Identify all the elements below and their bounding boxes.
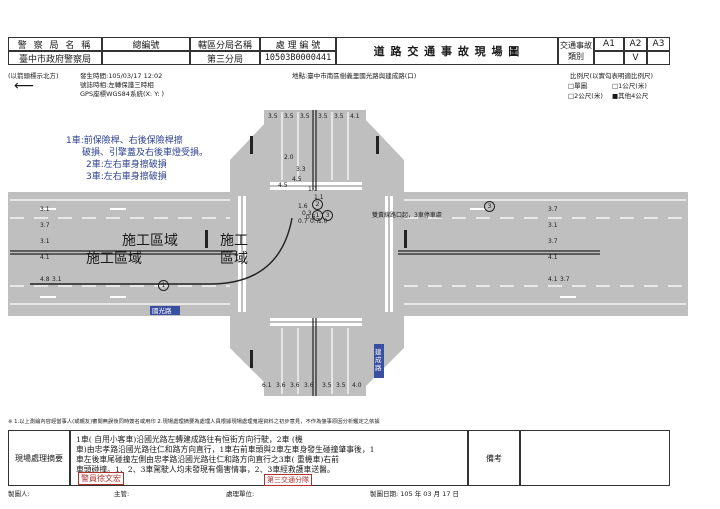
serial-value: [102, 51, 190, 65]
dim-label: 6.1: [262, 382, 272, 389]
summary-line-1: 1車( 自用小客車)沿國光路左轉建成路往有恒街方向行駛，2車 (機: [76, 435, 303, 444]
gps-text: GPS座標WGS84系統(X: Y: ): [80, 90, 165, 98]
dim-label: 4.5: [278, 182, 288, 189]
dim-label: 3.7: [40, 222, 50, 229]
dim-label: 3.5: [300, 113, 310, 120]
damage-note-2: 破損、引擎蓋及右後車燈受損。: [82, 148, 209, 158]
remark-label: 備考: [468, 430, 520, 486]
dim-label: 3.5: [334, 113, 344, 120]
remark-body: [520, 430, 670, 486]
footer-supervisor: 主管:: [114, 490, 130, 498]
scale-option-2: □1公尺(米): [612, 82, 647, 90]
branch-label: 轄區分局名稱: [190, 37, 260, 51]
road-name-guangguang: 國光路: [152, 307, 172, 315]
dim-label: 3.3: [296, 166, 306, 173]
dim-label: 3.5: [284, 113, 294, 120]
vehicle-1-marker: 1: [158, 280, 169, 291]
damage-note-3: 2車:左右車身擦破損: [86, 160, 167, 170]
summary-line-3: 車左後車尾碰撞左側由忠孝路沿國光路往仁和路方向直行之3車( 重機車)右前: [76, 455, 340, 464]
vehicle-3-marker: 3: [322, 210, 333, 221]
dim-label: 4.1: [548, 276, 558, 283]
dim-label: 3.7: [560, 276, 570, 283]
construction-zone-label: 施工區域: [86, 251, 142, 267]
road-name-jiancheng: 建成路: [375, 348, 382, 372]
dim-label: 2.0: [284, 154, 294, 161]
category-a2: A2: [624, 37, 647, 51]
dim-label: 4.8: [40, 276, 50, 283]
serial-label: 總編號: [102, 37, 190, 51]
scale-option-4: ■其他4公尺: [612, 92, 649, 100]
category-a1-mark: [594, 51, 624, 65]
notes-line: ※ 1.以上測繪內容經當事人(或親友)審閱無誤後同時簽名或用印 2.現場處理摘要…: [8, 419, 380, 425]
footer-date: 製圖日期: 105 年 03 月 17 日: [370, 490, 460, 498]
dim-label: 0.7: [310, 218, 320, 225]
dim-label: 4.0: [352, 382, 362, 389]
summary-line-4: 車頭碰撞。1、2、3車駕駛人均未發現有傷害情事，2、3車經救護車送醫。: [76, 465, 335, 474]
dim-label: 3.6: [290, 382, 300, 389]
dim-label: 3.1: [52, 276, 62, 283]
signal-text: 號誌時相:左轉保護三時相: [80, 81, 154, 89]
dim-label: 3.6: [276, 382, 286, 389]
north-arrow-icon: ⟵: [14, 78, 35, 94]
dim-label: 3.5: [336, 382, 346, 389]
summary-line-2: 車)由忠孝路沿國光路往仁和路方向直行，1車右前車頭與2車左車身發生碰撞肇事後，1: [76, 445, 375, 454]
dim-label: 3.7: [548, 206, 558, 213]
dim-label: 1.1: [308, 186, 318, 193]
dim-label: 3.1: [40, 238, 50, 245]
branch-value: 第三分局: [190, 51, 260, 65]
dim-label: 4.5: [292, 176, 302, 183]
scale-option-3: □2公尺(米): [568, 92, 603, 100]
accident-type-label: 交通事故類別: [558, 37, 594, 65]
dim-label: 0.3: [302, 210, 312, 217]
footer-drawer: 製圖人:: [8, 490, 30, 498]
location-text: 地點:臺中市南區樹義里國光路與建成路(口): [292, 72, 417, 80]
category-a3-mark: [647, 51, 670, 65]
construction-zone-label: 施工區域: [122, 233, 178, 249]
dim-label: 3.5: [268, 113, 278, 120]
dim-label: 4.1: [548, 254, 558, 261]
dim-label: 3.7: [548, 238, 558, 245]
vehicle-2-marker: 2: [312, 199, 323, 210]
dim-label: 3.5: [322, 382, 332, 389]
dim-label: 3.1: [548, 222, 558, 229]
dim-label: 0.7: [298, 218, 308, 225]
form-title: 道 路 交 通 事 故 現 場 圖: [336, 37, 558, 65]
vehicle-3-marker: 3: [484, 201, 495, 212]
dim-label: 3.1: [40, 206, 50, 213]
north-legend: (以箭頭標示北方): [8, 72, 59, 80]
summary-label: 現場處理摘要: [8, 430, 70, 486]
accident-diagram: [8, 110, 688, 396]
dim-label: 0.6: [306, 214, 316, 221]
stop-annotation: 雙黃線路口起，3車停車處: [372, 212, 442, 219]
damage-note-4: 3車:左右車身擦破損: [86, 172, 167, 182]
time-text: 發生時間:105/03/17 12:02: [80, 72, 163, 80]
dim-label: 1.6: [298, 203, 308, 210]
category-a3: A3: [647, 37, 670, 51]
dim-label: 3.5: [318, 113, 328, 120]
officer-stamp: 警員徐文宏: [78, 472, 124, 485]
scale-option-1: □單圖: [568, 82, 588, 90]
dim-label: 4.1: [350, 113, 360, 120]
police-bureau-value: 臺中市政府警察局: [8, 51, 102, 65]
dim-label: 3.6: [304, 382, 314, 389]
scale-title: 比例尺(以實勾表明適比例尺): [570, 72, 654, 80]
unit-stamp: 第三交通分隊: [264, 474, 312, 486]
construction-zone-label: 施工: [220, 233, 248, 249]
damage-note-1: 1車:前保險桿、右後保險桿擦: [66, 136, 183, 146]
dim-label: 1.0: [318, 218, 328, 225]
category-a2-mark: V: [624, 51, 647, 65]
police-bureau-label: 警 察 局 名 稱: [8, 37, 102, 51]
construction-zone-label: 區域: [220, 251, 248, 267]
dim-label: 1.1: [314, 194, 324, 201]
dim-label: 4.1: [40, 254, 50, 261]
case-number-label: 處 理 編 號: [260, 37, 336, 51]
footer-unit: 處理單位:: [226, 490, 255, 498]
category-a1: A1: [594, 37, 624, 51]
case-number-value: 10503B0000441: [260, 51, 336, 65]
